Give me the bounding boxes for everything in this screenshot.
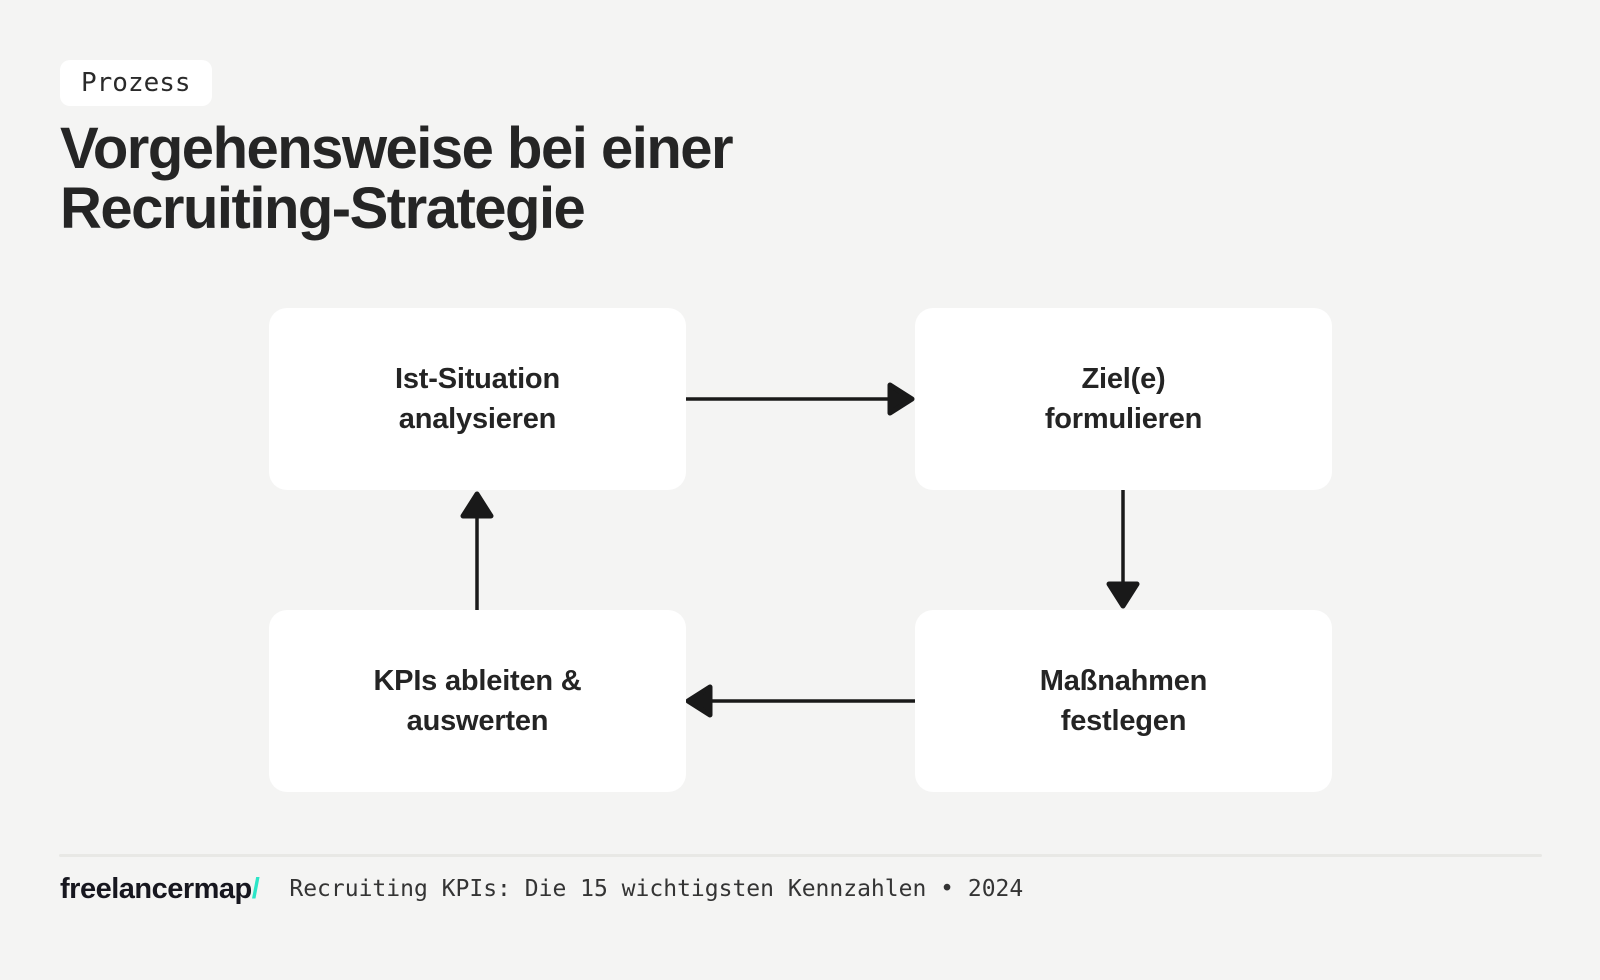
node-label-line: analysieren xyxy=(398,403,557,435)
flow-node-ist-situation-analysieren: Ist-Situation analysieren xyxy=(269,308,686,490)
logo-text: freelancermap xyxy=(60,872,252,905)
footer-divider xyxy=(59,854,1542,857)
flow-node-massnahmen-festlegen: Maßnahmen festlegen xyxy=(915,610,1332,792)
source-text: Recruiting KPIs: Die 15 wichtigsten Kenn… xyxy=(289,876,1024,902)
logo-slash-icon: / xyxy=(251,872,260,905)
arrowhead-left-icon xyxy=(685,684,713,718)
freelancermap-logo: freelancermap/ xyxy=(60,872,260,906)
node-label-line: formulieren xyxy=(1044,403,1203,435)
title-line-2: Recruiting-Strategie xyxy=(60,176,586,241)
flow-node-kpis-ableiten-auswerten: KPIs ableiten & auswerten xyxy=(269,610,686,792)
arrowhead-down-icon xyxy=(1106,581,1140,609)
node-label-line: festlegen xyxy=(1060,705,1187,737)
arrowhead-right-icon xyxy=(887,382,915,416)
node-label-line: Ziel(e) xyxy=(1081,363,1166,395)
page-title: Vorgehensweise bei einer Recruiting-Stra… xyxy=(60,116,734,241)
footer: freelancermap/ Recruiting KPIs: Die 15 w… xyxy=(60,866,1023,912)
title-line-1: Vorgehensweise bei einer xyxy=(60,116,734,181)
badge-label: Prozess xyxy=(81,68,191,98)
node-label-line: Ist-Situation xyxy=(395,363,560,395)
node-label-line: Maßnahmen xyxy=(1039,665,1208,697)
category-badge: Prozess xyxy=(60,60,212,106)
node-label-line: auswerten xyxy=(406,705,549,737)
flow-node-ziele-formulieren: Ziel(e) formulieren xyxy=(915,308,1332,490)
node-label-line: KPIs ableiten & xyxy=(373,665,582,697)
arrowhead-up-icon xyxy=(460,491,494,519)
